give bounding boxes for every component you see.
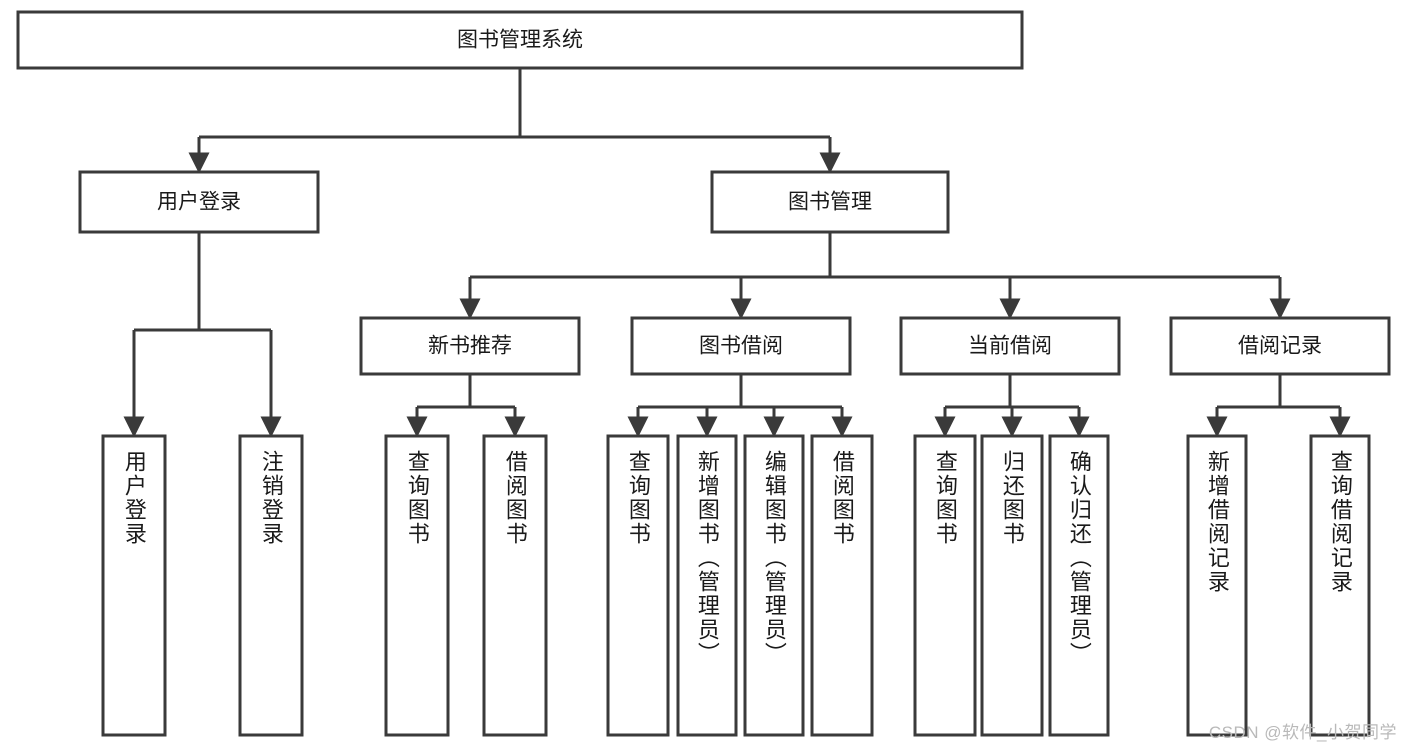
node-leaf-借阅图书[interactable]	[482, 434, 548, 737]
watermark-text: CSDN @软件_小贺同学	[1208, 723, 1397, 742]
node-leaf-查询图书[interactable]	[913, 434, 977, 737]
node-leaf-用户登录[interactable]	[101, 434, 167, 737]
node-leaf-归还图书[interactable]	[980, 434, 1044, 737]
node-leaf-查询借阅记录[interactable]	[1309, 434, 1371, 737]
connector-layer	[123, 68, 1351, 438]
node-label: 新书推荐	[428, 335, 512, 358]
node-leaf-查询图书[interactable]	[384, 434, 450, 737]
node-leaf-确认归还（管理员）[interactable]	[1048, 434, 1110, 737]
node-l3-当前借阅[interactable]: 当前借阅	[899, 316, 1121, 376]
node-leaf-注销登录[interactable]	[238, 434, 304, 737]
node-l3-新书推荐[interactable]: 新书推荐	[359, 316, 581, 376]
node-label: 图书管理	[788, 191, 872, 214]
node-label: 图书借阅	[699, 335, 783, 358]
node-label: 当前借阅	[968, 335, 1052, 358]
node-label: 借阅记录	[1238, 335, 1322, 358]
node-leaf-编辑图书（管理员）[interactable]	[743, 434, 805, 737]
node-leaf-新增图书（管理员）[interactable]	[676, 434, 738, 737]
node-label: 图书管理系统	[457, 29, 583, 52]
node-l2-图书管理[interactable]: 图书管理	[710, 170, 950, 234]
node-leaf-新增借阅记录[interactable]	[1186, 434, 1248, 737]
node-l3-图书借阅[interactable]: 图书借阅	[630, 316, 852, 376]
node-l2-用户登录[interactable]: 用户登录	[78, 170, 320, 234]
node-root-图书管理系统[interactable]: 图书管理系统	[16, 10, 1024, 70]
node-leaf-查询图书[interactable]	[606, 434, 670, 737]
node-leaf-借阅图书[interactable]	[810, 434, 874, 737]
node-l3-借阅记录[interactable]: 借阅记录	[1169, 316, 1391, 376]
node-label: 用户登录	[157, 191, 241, 214]
